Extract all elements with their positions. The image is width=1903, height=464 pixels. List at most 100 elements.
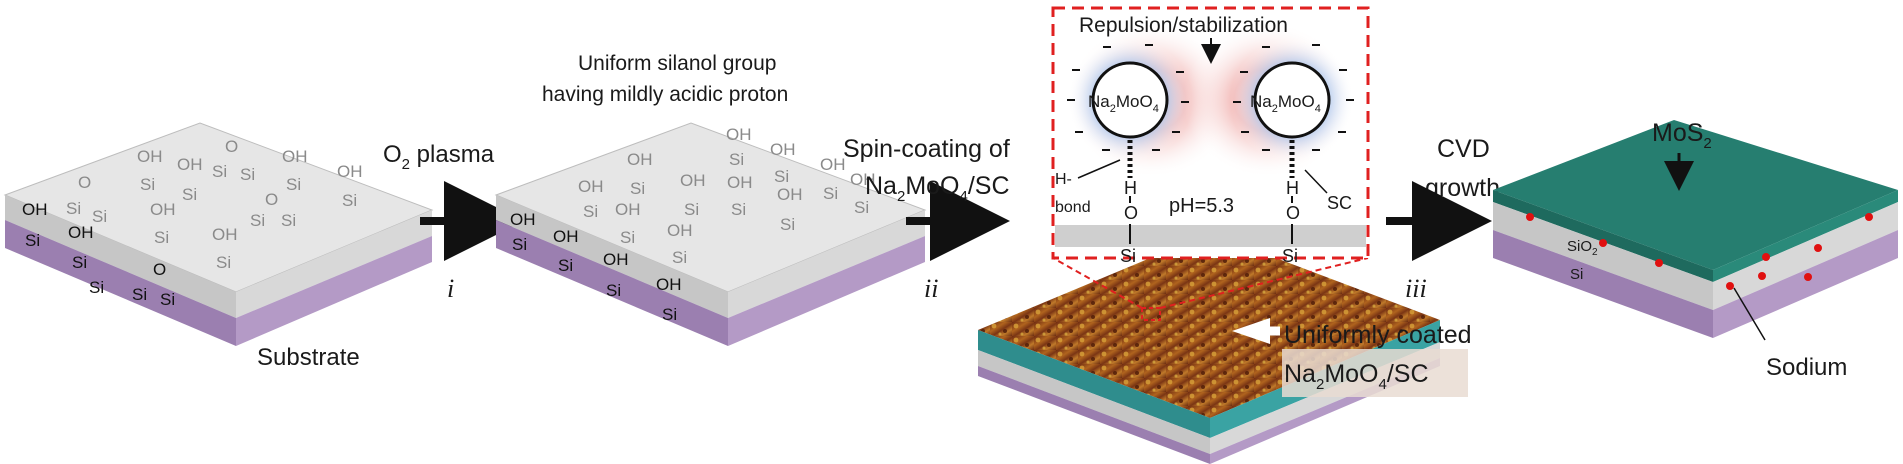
sc-pointer bbox=[1304, 169, 1328, 194]
si-label: Si bbox=[286, 175, 301, 194]
oh-label: OH bbox=[510, 210, 536, 229]
silanol-title-line1: Uniform silanol group bbox=[578, 52, 776, 75]
si-label: Si bbox=[281, 211, 296, 230]
si-label: Si bbox=[89, 278, 104, 297]
oh-label: OH bbox=[137, 147, 163, 166]
step-iii-label: iii bbox=[1405, 274, 1427, 303]
oh-label: OH bbox=[578, 177, 604, 196]
si-label: Si bbox=[240, 165, 255, 184]
coated-line1: Uniformly coated bbox=[1284, 321, 1472, 349]
substrate-label: Substrate bbox=[257, 344, 360, 371]
oh-label: OH bbox=[726, 125, 752, 144]
sodium-pointer bbox=[1733, 287, 1766, 341]
cvd-line1: CVD bbox=[1437, 135, 1490, 163]
oh-label: OH bbox=[770, 140, 796, 159]
si-label: Si bbox=[780, 215, 795, 234]
o-label: O bbox=[153, 260, 166, 279]
si-label: Si bbox=[160, 290, 175, 309]
si-label: Si bbox=[558, 256, 573, 275]
si-label: Si bbox=[620, 228, 635, 247]
zoom-line-right bbox=[1159, 257, 1369, 309]
si-label: Si bbox=[583, 202, 598, 221]
cvd-line2: growth bbox=[1425, 174, 1500, 202]
si-label: Si bbox=[684, 200, 699, 219]
o-left: O bbox=[1124, 203, 1138, 223]
si-label: Si bbox=[140, 175, 155, 194]
si-left: Si bbox=[1120, 246, 1136, 266]
step-ii-label: ii bbox=[924, 274, 938, 303]
oh-label: OH bbox=[282, 147, 308, 166]
sc-label: SC bbox=[1327, 193, 1352, 213]
molecule-right-label: Na2MoO4 bbox=[1250, 92, 1321, 115]
molecule-left bbox=[1091, 61, 1169, 139]
spin-coating-reagent: Na2MoO4/SC bbox=[865, 172, 1010, 205]
inset-title: Repulsion/stabilization bbox=[1079, 14, 1288, 37]
oh-label: OH bbox=[667, 221, 693, 240]
si-right: Si bbox=[1282, 246, 1298, 266]
zoom-region bbox=[1141, 307, 1161, 321]
si-label: Si bbox=[854, 198, 869, 217]
sio2-label: SiO2 bbox=[1567, 238, 1598, 258]
o2-plasma-label: O2 plasma bbox=[383, 141, 495, 173]
oh-label: OH bbox=[680, 171, 706, 190]
substrate-slab bbox=[3, 122, 434, 346]
si-label: Si bbox=[66, 199, 81, 218]
h-right: H bbox=[1286, 178, 1299, 198]
si-label: Si bbox=[216, 253, 231, 272]
si-label: Si bbox=[630, 179, 645, 198]
inset-surface bbox=[1055, 225, 1366, 247]
mos2-label: MoS2 bbox=[1652, 119, 1712, 152]
silanol-slab bbox=[494, 122, 927, 346]
negative-charges bbox=[1067, 44, 1354, 151]
coated-label-bg bbox=[1282, 349, 1468, 397]
oh-label: OH bbox=[150, 200, 176, 219]
silanol-groups: OH Si OH Si OH Si OH Si OH Si OH Si OH S… bbox=[510, 125, 876, 324]
o-right: O bbox=[1286, 203, 1300, 223]
svg-text:O2 plasma: O2 plasma bbox=[383, 141, 495, 173]
coated-pointer bbox=[1232, 318, 1270, 344]
si-label: Si bbox=[729, 150, 744, 169]
si-label: Si bbox=[662, 305, 677, 324]
si-label: Si bbox=[72, 253, 87, 272]
oh-label: OH bbox=[603, 250, 629, 269]
spin-coating-line1: Spin-coating of bbox=[843, 135, 1010, 163]
o-label: O bbox=[225, 137, 238, 156]
substrate-silanol-groups: OH Si OH Si Si O Si Si O Si Si OH Si OH … bbox=[22, 137, 363, 309]
h-left: H bbox=[1124, 178, 1137, 198]
mechanism-inset: Na2MoO4 Na2MoO4 Repulsion/stabilization … bbox=[1051, 6, 1370, 266]
si-label: Si bbox=[672, 248, 687, 267]
si-label: Si bbox=[823, 184, 838, 203]
final-slab bbox=[1493, 120, 1898, 338]
si-layer-label: Si bbox=[1570, 266, 1583, 283]
si-label: Si bbox=[182, 185, 197, 204]
oh-label: OH bbox=[212, 225, 238, 244]
o-label: O bbox=[78, 173, 91, 192]
oh-label: OH bbox=[627, 150, 653, 169]
si-label: Si bbox=[512, 235, 527, 254]
oh-label: OH bbox=[615, 200, 641, 219]
oh-label: OH bbox=[337, 162, 363, 181]
oh-label: OH bbox=[727, 173, 753, 192]
si-label: Si bbox=[212, 162, 227, 181]
oh-label: OH bbox=[850, 170, 876, 189]
hbond-label-1: H- bbox=[1055, 171, 1072, 188]
o-label: O bbox=[265, 190, 278, 209]
si-label: Si bbox=[25, 231, 40, 250]
si-label: Si bbox=[731, 200, 746, 219]
si-label: Si bbox=[154, 228, 169, 247]
si-label: Si bbox=[774, 167, 789, 186]
sodium-dots bbox=[1526, 213, 1873, 290]
si-label: Si bbox=[132, 285, 147, 304]
zoom-line-left bbox=[1052, 257, 1143, 309]
oh-label: OH bbox=[820, 155, 846, 174]
si-label: Si bbox=[250, 211, 265, 230]
hbond-label-2: bond bbox=[1055, 199, 1091, 216]
oh-label: OH bbox=[553, 227, 579, 246]
step-i-label: i bbox=[447, 274, 454, 303]
sodium-label: Sodium bbox=[1766, 354, 1847, 381]
si-label: Si bbox=[342, 191, 357, 210]
oh-label: OH bbox=[22, 200, 48, 219]
coated-reagent: Na2MoO4/SC bbox=[1284, 360, 1429, 393]
molecule-left-label: Na2MoO4 bbox=[1088, 92, 1159, 115]
